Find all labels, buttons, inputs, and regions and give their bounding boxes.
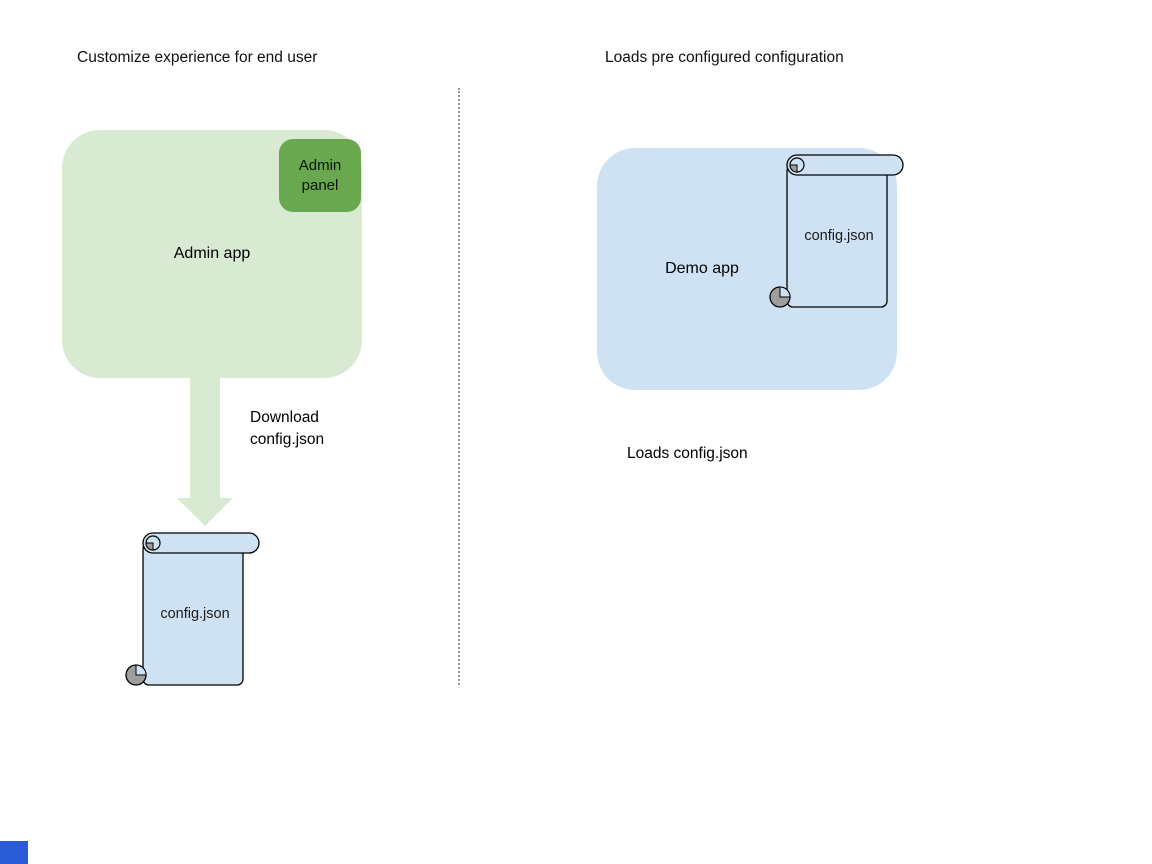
loads-config-caption: Loads config.json [627,445,748,462]
config-json-scroll-icon: config.json [769,154,904,308]
config-json-scroll-label: config.json [160,606,229,622]
section-divider [458,88,460,685]
demo-app-label: Demo app [665,260,739,277]
config-json-scroll-label: config.json [804,228,873,244]
left-section-title: Customize experience for end user [77,49,318,66]
config-json-scroll-icon: config.json [125,532,260,686]
admin-panel-box: Admin panel [279,139,361,212]
download-arrow-icon [177,376,233,526]
blue-corner-square [0,841,28,864]
right-section-title: Loads pre configured configuration [605,49,844,66]
admin-app-label: Admin app [173,245,251,262]
download-config-note: Download config.json [250,409,325,448]
